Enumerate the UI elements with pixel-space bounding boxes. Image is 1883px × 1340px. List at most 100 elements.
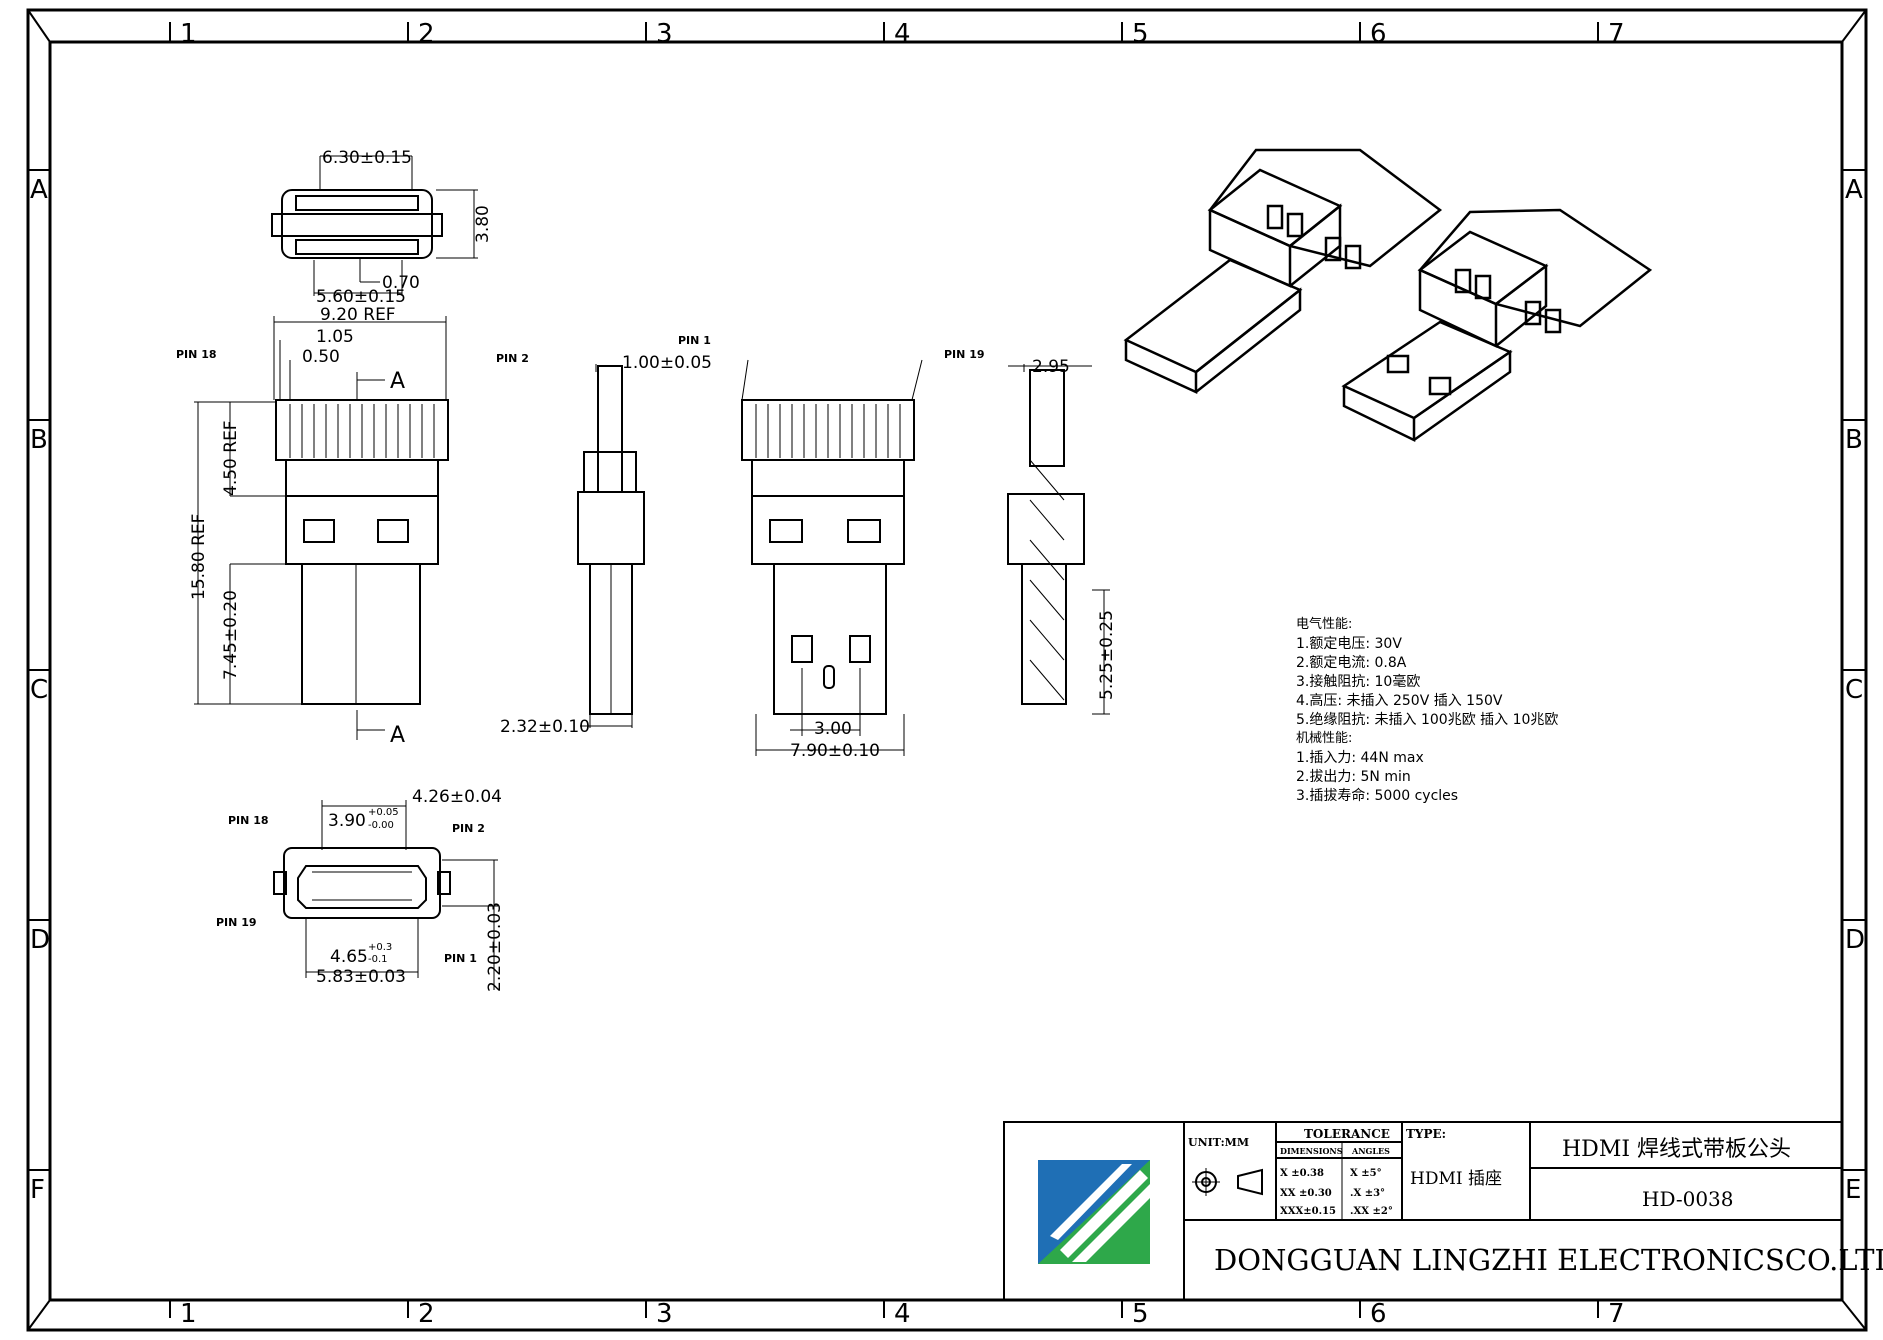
spec-electrical-3: 3.接触阻抗: 10毫欧 (1296, 673, 1420, 690)
top-view (271, 155, 478, 296)
dim-top-inner-width: 5.60±0.15 (316, 287, 406, 307)
dim-front-ref-width: 9.20 REF (320, 305, 396, 325)
row-label-left-c: C (30, 675, 48, 705)
dim-front-plug-length: 7.45±0.20 (221, 590, 241, 680)
zone-label-top-5: 5 (1132, 19, 1149, 49)
title-unit: UNIT:MM (1188, 1136, 1249, 1149)
row-label-right-c: C (1845, 675, 1863, 705)
zone-markers-top: 1 2 3 4 5 6 7 (169, 19, 1625, 49)
title-type-value: HDMI 插座 (1410, 1169, 1502, 1189)
dim-end-width: 4.26±0.04 (412, 787, 502, 807)
label-end-pin19: PIN 19 (216, 916, 257, 929)
label-end-pin2: PIN 2 (452, 822, 485, 835)
label-end-pin18: PIN 18 (228, 814, 269, 827)
row-label-left-d: D (30, 925, 50, 955)
label-section-bottom: A (390, 723, 405, 748)
label-end-pin1: PIN 1 (444, 952, 477, 965)
zone-label-bottom-5: 5 (1132, 1299, 1149, 1329)
dim-back-inner: 3.00 (814, 719, 852, 739)
dim-front-ref-height-2: 15.80 REF (189, 514, 209, 600)
dim-side-bottom-width: 2.32±0.10 (500, 717, 590, 737)
title-product: HDMI 焊线式带板公头 (1562, 1137, 1791, 1162)
spec-electrical-2: 2.额定电流: 0.8A (1296, 655, 1407, 671)
title-part-number: HD-0038 (1642, 1187, 1734, 1211)
dim-end-inner: 3.90 (328, 811, 366, 831)
title-dim-row-1: X ±0.38 (1280, 1168, 1324, 1179)
row-label-right-b: B (1845, 425, 1863, 455)
dim-end-inner-tol-minus: -0.00 (368, 820, 394, 831)
back-view-pins (755, 404, 901, 458)
row-label-right-a: A (1845, 175, 1863, 205)
spec-mechanical-3: 3.插拔寿命: 5000 cycles (1296, 787, 1458, 804)
inner-border (48, 40, 1844, 1302)
title-ang-row-2: .X ±3° (1350, 1188, 1385, 1199)
corner-bevels (27, 9, 1867, 1331)
row-label-left-a: A (30, 175, 48, 205)
label-front-pin-left: PIN 18 (176, 348, 217, 361)
iso-render-right (1341, 208, 1653, 442)
zone-label-top-7: 7 (1608, 19, 1625, 49)
dim-front-ref-height-1: 4.50 REF (221, 420, 241, 496)
zone-label-top-4: 4 (894, 19, 911, 49)
title-ang-row-1: X ±5° (1350, 1168, 1382, 1179)
dim-top-width: 6.30±0.15 (322, 148, 412, 168)
zone-label-bottom-4: 4 (894, 1299, 911, 1329)
outer-border (26, 8, 1868, 1332)
dim-side-pin-width: 1.00±0.05 (622, 353, 712, 373)
dim-end-contact-tol-minus: -0.1 (368, 954, 388, 965)
back-view (741, 359, 923, 756)
row-markers-left: A B C D F (28, 169, 50, 1205)
dim-top-height: 3.80 (473, 205, 493, 243)
zone-label-top-3: 3 (656, 19, 673, 49)
dim-front-pitch: 1.05 (316, 327, 354, 347)
dim-right-plug: 5.25±0.25 (1097, 610, 1117, 700)
label-back-pin-left: PIN 1 (678, 334, 711, 347)
right-side-view (1007, 364, 1110, 715)
dim-end-inner-tol-plus: +0.05 (368, 807, 399, 818)
zone-label-top-1: 1 (180, 19, 197, 49)
dim-end-contact-tol-plus: +0.3 (368, 942, 392, 953)
dim-end-contact: 4.65 (330, 947, 368, 967)
row-label-right-e: E (1845, 1175, 1861, 1205)
dim-top-pitch: 0.70 (382, 273, 420, 293)
dim-right-top: 2.95 (1032, 357, 1070, 377)
label-back-pin-right: PIN 19 (944, 348, 985, 361)
dim-end-total: 5.83±0.03 (316, 967, 406, 987)
spec-mechanical-2: 2.拔出力: 5N min (1296, 769, 1411, 785)
title-block (1003, 1121, 1843, 1301)
zone-label-top-6: 6 (1370, 19, 1387, 49)
zone-label-top-2: 2 (418, 19, 435, 49)
zone-markers-bottom: 1 2 3 4 5 6 7 (169, 1299, 1625, 1329)
zone-label-bottom-1: 1 (180, 1299, 197, 1329)
spec-electrical-4: 4.高压: 未插入 250V 插入 150V (1296, 692, 1503, 709)
title-dimensions: DIMENSIONS (1280, 1146, 1343, 1156)
spec-electrical-1: 1.额定电压: 30V (1296, 636, 1402, 652)
zone-label-bottom-3: 3 (656, 1299, 673, 1329)
dim-back-outer: 7.90±0.10 (790, 741, 880, 761)
row-label-right-d: D (1845, 925, 1865, 955)
end-view (273, 800, 498, 990)
spec-electrical-5: 5.绝缘阻抗: 未插入 100兆欧 插入 10兆欧 (1296, 712, 1558, 728)
title-dim-row-2: XX ±0.30 (1280, 1188, 1332, 1199)
spec-block: 电气性能: 1.额定电压: 30V 2.额定电流: 0.8A 3.接触阻抗: 1… (1296, 616, 1558, 804)
title-company: DONGGUAN LINGZHI ELECTRONICSCO.LTD (1214, 1243, 1883, 1277)
spec-electrical-header: 电气性能: (1296, 616, 1352, 632)
iso-render-left (1123, 148, 1443, 394)
row-label-left-b: B (30, 425, 48, 455)
label-front-pin-right: PIN 2 (496, 352, 529, 365)
front-view (194, 316, 449, 740)
title-dim-row-3: XXX±0.15 (1280, 1206, 1336, 1217)
front-view-pins (289, 404, 435, 458)
title-type-label: TYPE: (1406, 1127, 1446, 1141)
side-view (577, 364, 645, 728)
title-ang-row-3: .XX ±2° (1350, 1206, 1393, 1217)
zone-label-bottom-7: 7 (1608, 1299, 1625, 1329)
dim-end-height: 2.20±0.03 (485, 902, 505, 992)
spec-mechanical-1: 1.插入力: 44N max (1296, 750, 1424, 766)
company-logo (1038, 1160, 1150, 1264)
row-label-left-e: F (30, 1175, 45, 1205)
zone-label-bottom-6: 6 (1370, 1299, 1387, 1329)
dim-front-pad: 0.50 (302, 347, 340, 367)
spec-mechanical-header: 机械性能: (1296, 731, 1352, 746)
